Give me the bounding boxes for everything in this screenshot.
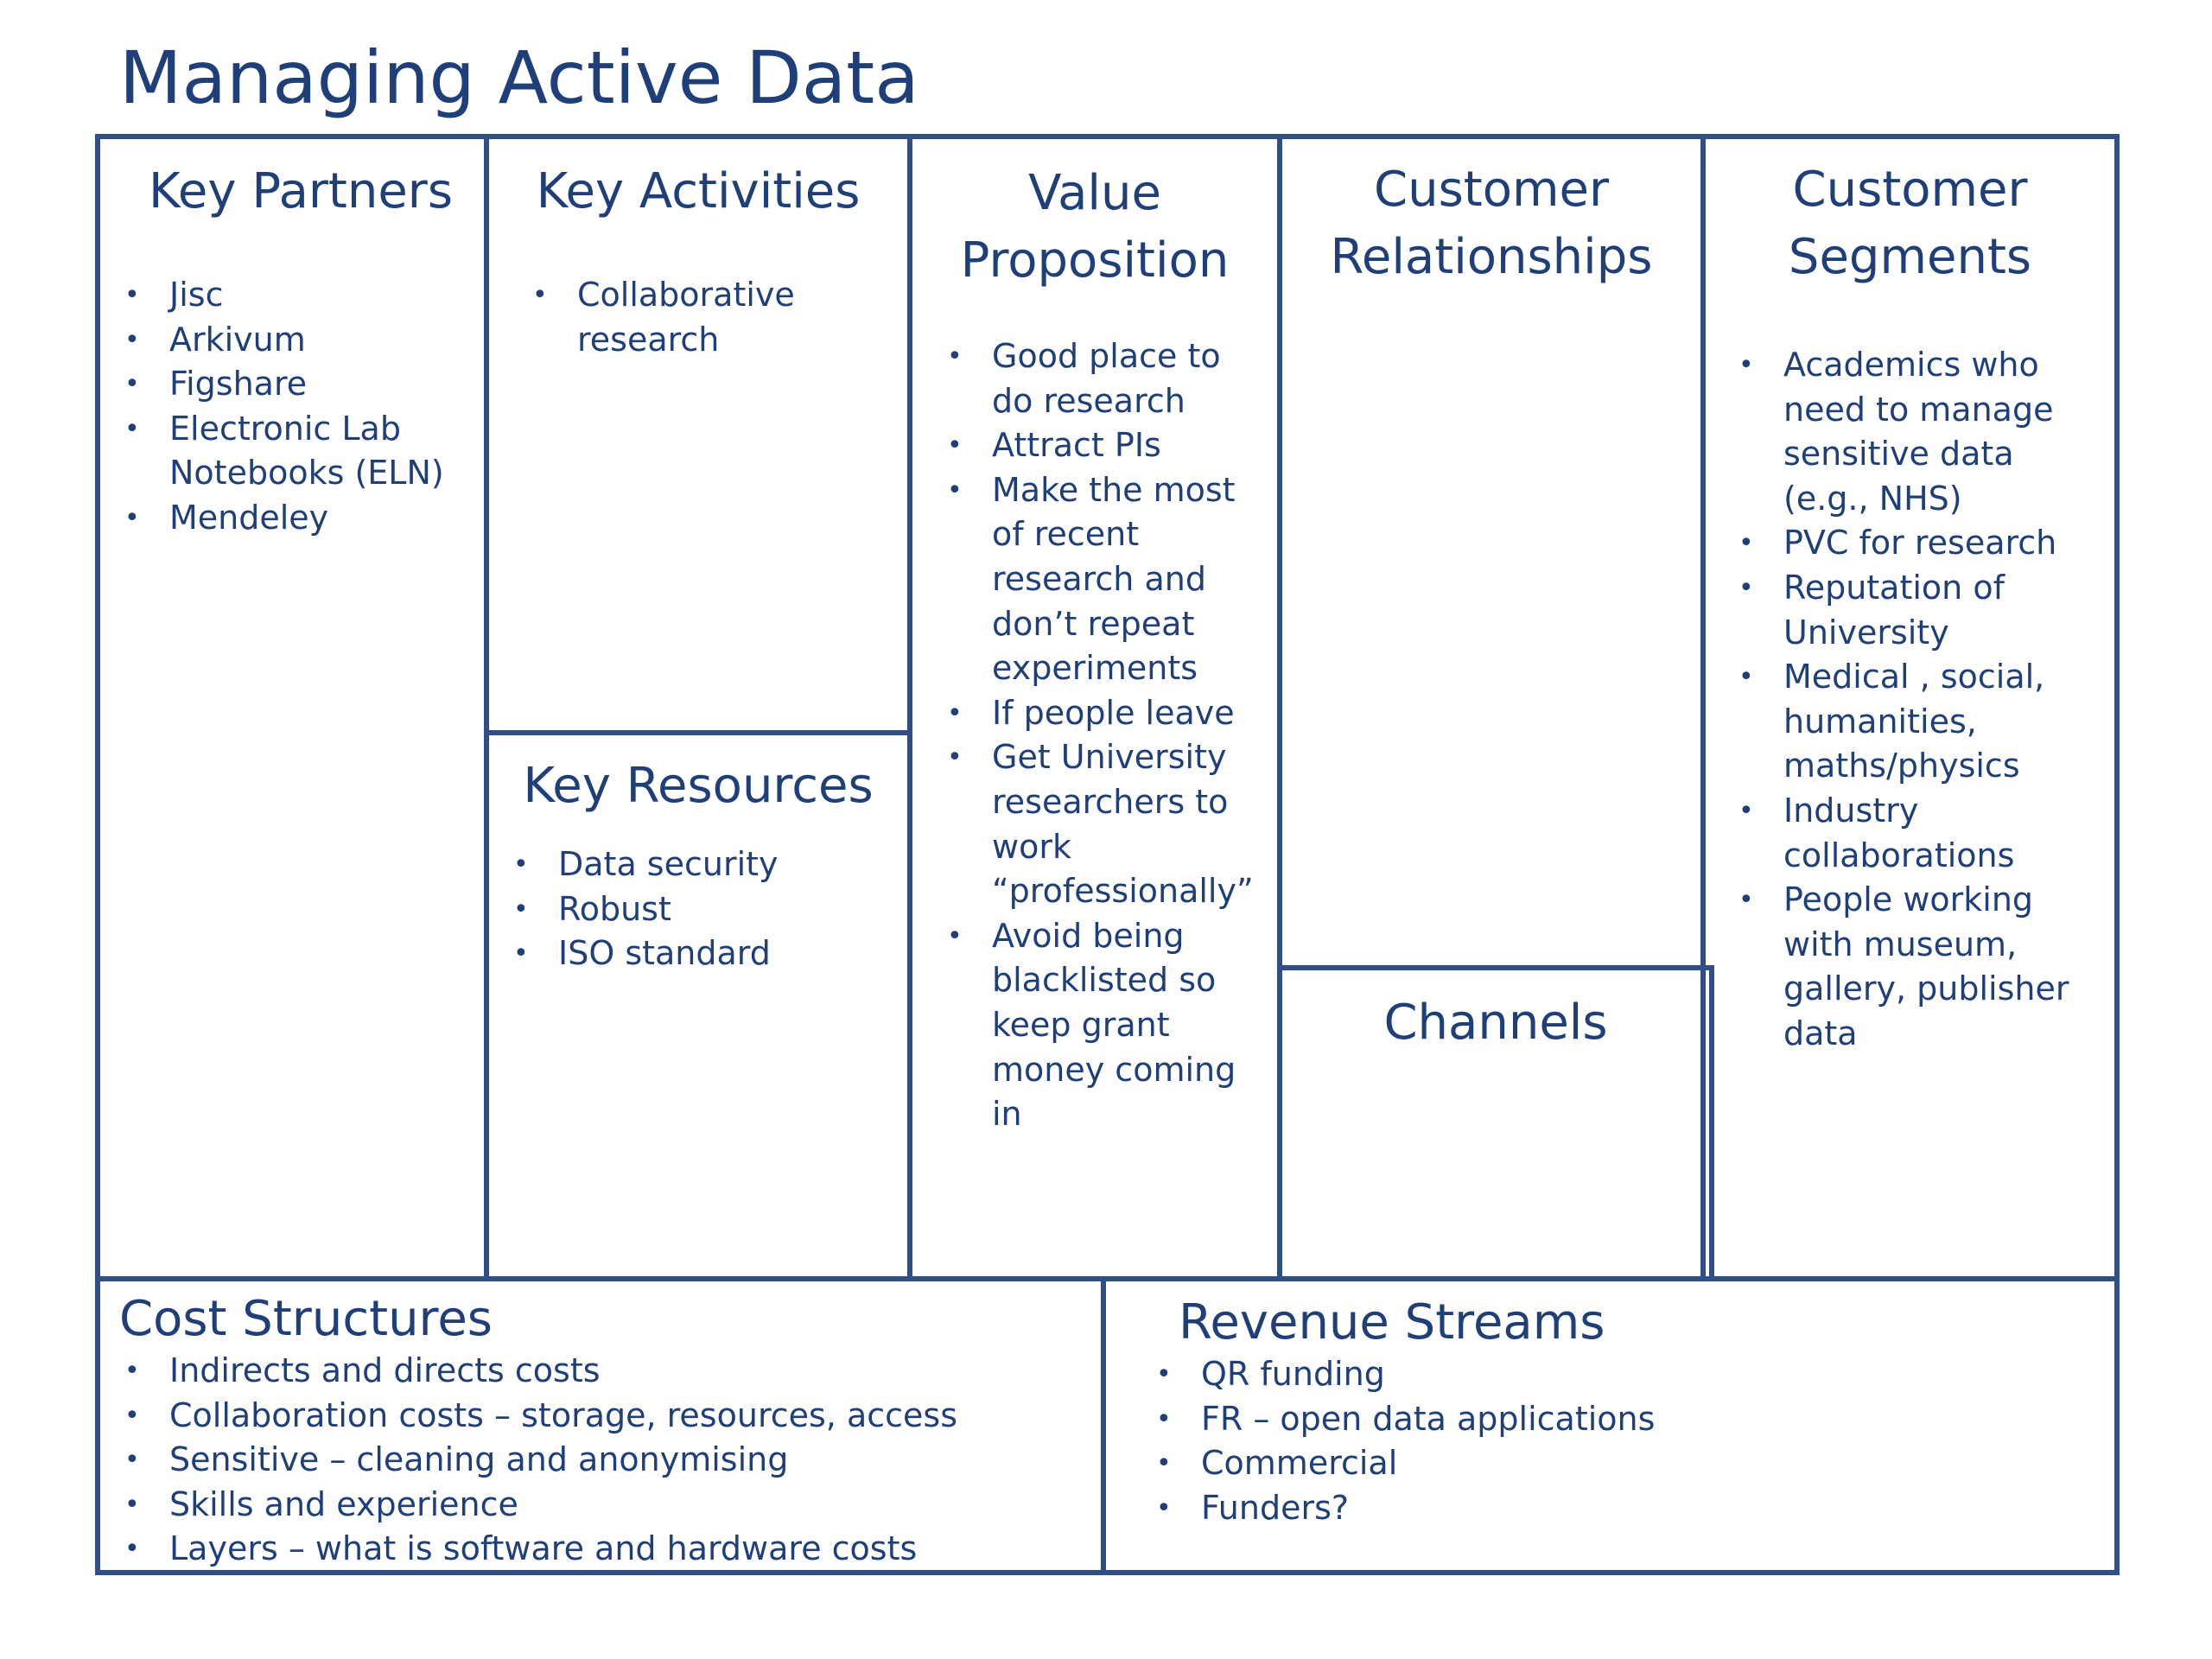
- value-proposition-box: Value Proposition Good place to do resea…: [907, 134, 1282, 1281]
- key-resources-heading: Key Resources: [523, 758, 874, 814]
- list-item: Robust: [513, 887, 873, 932]
- key-resources-list: Data security Robust ISO standard: [513, 842, 873, 976]
- revenue-streams-list: QR funding FR – open data applications C…: [1156, 1352, 2097, 1530]
- list-item: Skills and experience: [124, 1483, 1084, 1528]
- list-item: Get University researchers to work “prof…: [947, 735, 1265, 913]
- list-item: Attract PIs: [947, 423, 1265, 468]
- list-item: Layers – what is software and hardware c…: [124, 1527, 1084, 1570]
- value-proposition-heading-line1: Value: [1028, 165, 1161, 221]
- business-model-canvas: Key Partners Jisc Arkivum Figshare Elect…: [95, 134, 2120, 1575]
- value-proposition-list: Good place to do research Attract PIs Ma…: [947, 334, 1265, 1137]
- list-item: Data security: [513, 842, 873, 887]
- list-item: Make the most of recent research and don…: [947, 468, 1265, 691]
- key-partners-list: Jisc Arkivum Figshare Electronic Lab Not…: [124, 273, 467, 541]
- customer-relationships-heading: Customer Relationships: [1282, 156, 1700, 291]
- customer-segments-heading-line2: Segments: [1788, 229, 2032, 285]
- key-activities-box: Key Activities Collaborative research: [484, 134, 912, 735]
- customer-segments-heading: Customer Segments: [1706, 156, 2114, 291]
- list-item: Figshare: [124, 362, 467, 407]
- key-resources-box: Key Resources Data security Robust ISO s…: [484, 730, 912, 1281]
- value-proposition-heading: Value Proposition: [912, 160, 1277, 295]
- list-item: PVC for research: [1738, 521, 2106, 566]
- channels-heading: Channels: [1383, 995, 1608, 1051]
- list-item: QR funding: [1156, 1352, 2097, 1397]
- customer-segments-heading-line1: Customer: [1792, 162, 2028, 218]
- list-item: Collaboration costs – storage, resources…: [124, 1394, 1084, 1439]
- revenue-streams-heading: Revenue Streams: [1179, 1294, 1605, 1351]
- list-item: People working with museum, gallery, pub…: [1738, 878, 2106, 1056]
- list-item: Arkivum: [124, 318, 467, 363]
- value-proposition-heading-line2: Proposition: [960, 232, 1230, 289]
- cost-structures-list: Indirects and directs costs Collaboratio…: [124, 1349, 1084, 1570]
- list-item: Reputation of University: [1738, 566, 2106, 655]
- cost-structures-heading: Cost Structures: [119, 1291, 493, 1347]
- customer-segments-box: Customer Segments Academics who need to …: [1700, 134, 2120, 1281]
- list-item: Industry collaborations: [1738, 789, 2106, 878]
- list-item: Electronic Lab Notebooks (ELN): [124, 407, 467, 496]
- list-item: Good place to do research: [947, 334, 1265, 423]
- list-item: Commercial: [1156, 1441, 2097, 1486]
- list-item: If people leave: [947, 691, 1265, 736]
- revenue-streams-box: Revenue Streams QR funding FR – open dat…: [1101, 1276, 2120, 1575]
- customer-segments-list: Academics who need to manage sensitive d…: [1738, 343, 2106, 1057]
- page-title: Managing Active Data: [119, 35, 919, 120]
- list-item: Academics who need to manage sensitive d…: [1738, 343, 2106, 521]
- list-item: Mendeley: [124, 496, 467, 541]
- channels-box: Channels: [1277, 965, 1714, 1281]
- cost-structures-box: Cost Structures Indirects and directs co…: [95, 1276, 1106, 1575]
- customer-relationships-heading-line1: Customer: [1373, 162, 1609, 218]
- list-item: Medical , social, humanities, maths/phys…: [1738, 655, 2106, 789]
- list-item: Collaborative research: [532, 273, 873, 362]
- list-item: Funders?: [1156, 1486, 2097, 1531]
- list-item: Indirects and directs costs: [124, 1349, 1084, 1394]
- list-item: Jisc: [124, 273, 467, 318]
- key-partners-heading: Key Partners: [148, 163, 454, 219]
- list-item: FR – open data applications: [1156, 1397, 2097, 1442]
- customer-relationships-heading-line2: Relationships: [1330, 229, 1653, 285]
- key-partners-box: Key Partners Jisc Arkivum Figshare Elect…: [95, 134, 489, 1281]
- list-item: ISO standard: [513, 931, 873, 976]
- key-activities-heading: Key Activities: [536, 163, 861, 219]
- customer-relationships-box: Customer Relationships: [1277, 134, 1706, 970]
- list-item: Avoid being blacklisted so keep grant mo…: [947, 914, 1265, 1137]
- list-item: Sensitive – cleaning and anonymising: [124, 1438, 1084, 1483]
- key-activities-list: Collaborative research: [532, 273, 873, 362]
